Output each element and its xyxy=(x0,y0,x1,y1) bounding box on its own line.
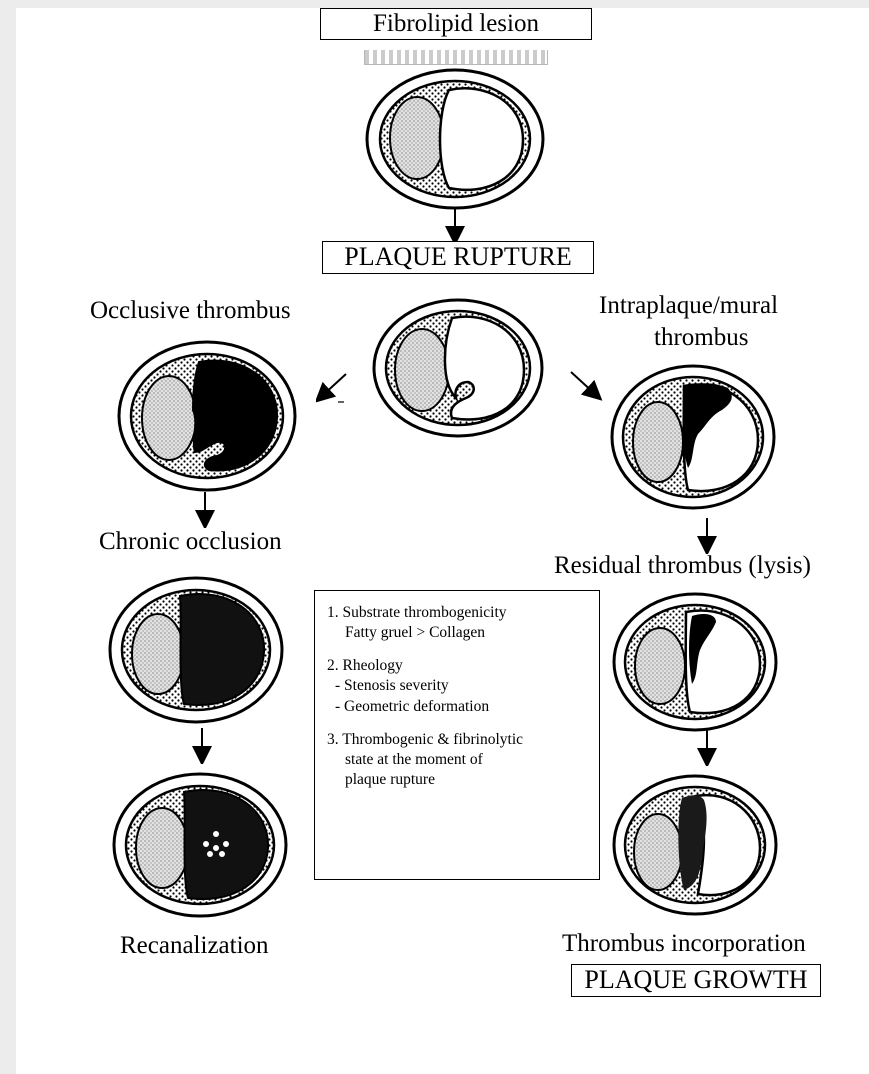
fibrolipid-label: Fibrolipid lesion xyxy=(320,8,592,40)
vessel-recanalization xyxy=(112,772,288,918)
vessel-intraplaque-thrombus xyxy=(610,364,776,510)
intraplaque-label-line1: Intraplaque/mural xyxy=(599,292,778,320)
occlusive-thrombus-label: Occlusive thrombus xyxy=(90,297,291,325)
arrow-down-left-1 xyxy=(195,492,215,528)
factors-info-box: 1. Substrate thrombogenicity Fatty gruel… xyxy=(314,590,600,880)
factor-thrombogenic-line1: 3. Thrombogenic & fibrinolytic xyxy=(327,730,589,750)
vessel-plaque-rupture xyxy=(372,298,544,438)
arrow-down-1 xyxy=(445,208,465,244)
plaque-growth-label: PLAQUE GROWTH xyxy=(571,964,821,997)
arrow-to-occlusive xyxy=(316,370,356,410)
factor-rheology-title: 2. Rheology xyxy=(327,656,589,676)
vessel-thrombus-incorporation xyxy=(612,774,778,916)
factor-rheology-detail-b: - Geometric deformation xyxy=(327,697,589,717)
factor-substrate-title: 1. Substrate thrombogenicity xyxy=(327,603,589,623)
arrow-down-right-1 xyxy=(697,518,717,554)
arrow-down-right-2 xyxy=(697,730,717,766)
arrow-down-left-2 xyxy=(192,728,212,764)
vessel-fibrolipid-lesion xyxy=(365,68,545,210)
intraplaque-label-line2: thrombus xyxy=(654,324,748,352)
residual-thrombus-label: Residual thrombus (lysis) xyxy=(554,552,811,580)
diagram-canvas: Fibrolipid lesion PLAQUE RUPTURE Occlusi… xyxy=(16,8,869,1074)
factor-rheology: 2. Rheology - Stenosis severity - Geomet… xyxy=(327,656,589,716)
plaque-rupture-label: PLAQUE RUPTURE xyxy=(322,241,594,274)
arrow-to-intraplaque xyxy=(567,368,607,404)
recanalization-label: Recanalization xyxy=(120,932,269,960)
thrombus-incorporation-label: Thrombus incorporation xyxy=(562,930,806,958)
factor-rheology-detail-a: - Stenosis severity xyxy=(327,676,589,696)
factor-substrate: 1. Substrate thrombogenicity Fatty gruel… xyxy=(327,603,589,643)
vessel-residual-thrombus xyxy=(612,592,778,732)
factor-thrombogenic-state: 3. Thrombogenic & fibrinolytic state at … xyxy=(327,730,589,790)
factor-thrombogenic-line3: plaque rupture xyxy=(327,770,589,790)
vessel-chronic-occlusion xyxy=(108,576,284,724)
faint-duplicate-bar xyxy=(364,50,548,65)
factor-thrombogenic-line2: state at the moment of xyxy=(327,750,589,770)
vessel-occlusive-thrombus xyxy=(117,340,297,492)
chronic-occlusion-label: Chronic occlusion xyxy=(99,528,282,556)
factor-substrate-detail: Fatty gruel > Collagen xyxy=(327,623,589,643)
